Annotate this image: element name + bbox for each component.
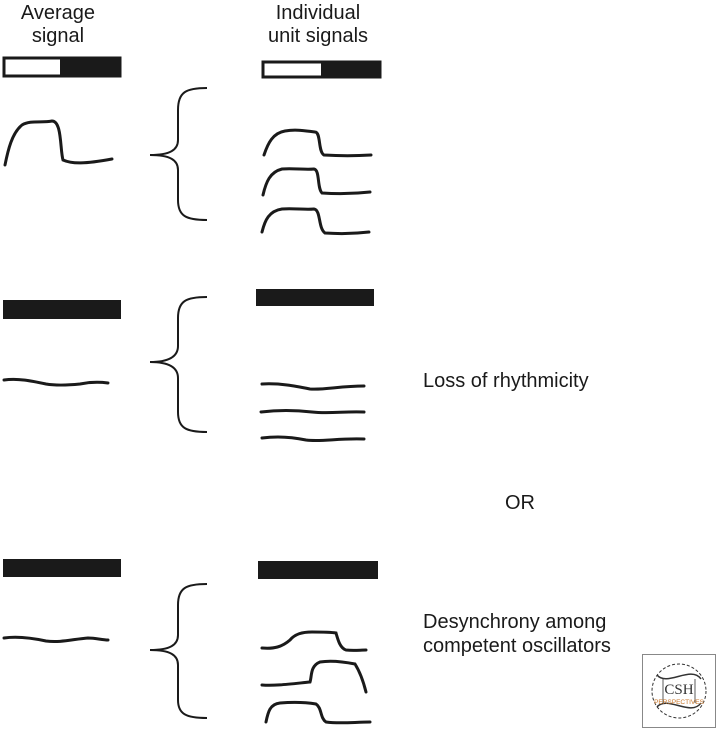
- unit-signal-wave: [260, 207, 371, 236]
- dark-bar-individual: [256, 289, 374, 306]
- desynchrony-label: Desynchrony among competent oscillators: [423, 610, 611, 658]
- desynchrony-label-line1: Desynchrony among: [423, 611, 607, 633]
- average-header-line1: Average: [20, 2, 96, 24]
- logo-subtitle: PERSPECTIVES: [654, 699, 705, 706]
- light-dark-bar-individual: [261, 60, 382, 79]
- logo-title: CSH: [664, 682, 693, 698]
- individual-header-line2: unit signals: [267, 25, 369, 47]
- average-signal-flat: [2, 635, 110, 644]
- desynchrony-label-line2: competent oscillators: [423, 635, 611, 657]
- individual-header-line1: Individual: [275, 2, 361, 24]
- row-loss-of-rhythmicity: [2, 289, 374, 443]
- unit-signal-flat: [260, 435, 366, 443]
- bracket-2: [149, 296, 208, 433]
- bracket-3: [149, 583, 208, 719]
- dark-bar-average: [3, 300, 121, 319]
- unit-signal-shifted: [260, 659, 368, 694]
- row-desynchrony: [2, 559, 378, 725]
- unit-signal-flat: [259, 409, 366, 415]
- unit-signal-shifted: [260, 630, 368, 652]
- unit-signal-wave: [261, 167, 372, 197]
- light-dark-bar-average: [2, 56, 122, 78]
- bracket-1: [149, 87, 208, 221]
- loss-of-rhythmicity-label: Loss of rhythmicity: [423, 370, 589, 392]
- average-header-line2: signal: [31, 25, 85, 47]
- row-rhythmic: [2, 56, 382, 236]
- csh-perspectives-logo: CSH PERSPECTIVES: [642, 654, 716, 728]
- average-signal-flat: [2, 377, 110, 387]
- dna-helix-icon: CSH PERSPECTIVES: [651, 663, 707, 719]
- average-signal-header: Average signal: [0, 2, 116, 48]
- dark-bar-individual: [258, 561, 378, 579]
- or-label: OR: [505, 492, 535, 514]
- dark-bar-average: [3, 559, 121, 577]
- individual-signals-header: Individual unit signals: [256, 2, 380, 48]
- unit-signal-flat: [260, 382, 366, 391]
- unit-signal-shifted: [264, 700, 372, 725]
- average-signal-wave: [3, 119, 114, 167]
- unit-signal-wave: [262, 128, 373, 158]
